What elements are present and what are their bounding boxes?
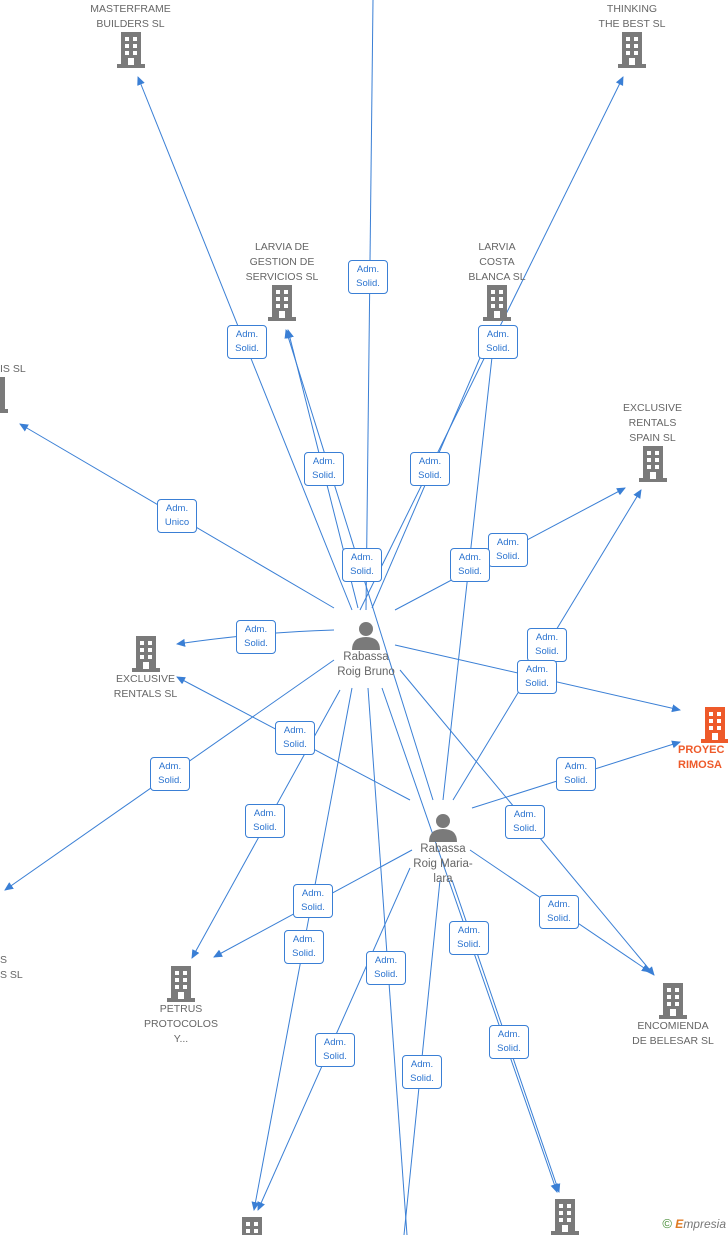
edge-label-adm-solid[interactable]: Adm. Solid. [275,721,315,755]
edge-label-adm-solid[interactable]: Adm. Solid. [227,325,267,359]
empresia-watermark[interactable]: © Empresia [662,1216,726,1231]
building-icon [701,707,728,743]
edge-label-adm-solid[interactable]: Adm. Solid. [236,620,276,654]
edge-label-adm-solid[interactable]: Adm. Solid. [304,452,344,486]
empresia-logo-text: mpresia [683,1217,726,1231]
person-rabassa-roig-maria-lara[interactable]: Rabassa Roig Maria- lara [398,812,488,887]
company-bottom-left[interactable] [237,1217,267,1235]
company-larvia-gestion-servicios[interactable]: LARVIA DE GESTION DE SERVICIOS SL [232,240,332,321]
building-icon [551,1199,579,1235]
edge-label-adm-solid[interactable]: Adm. Solid. [410,452,450,486]
building-icon [618,32,646,68]
company-bottom-right[interactable] [550,1199,580,1235]
edge-label-adm-solid[interactable]: Adm. Solid. [539,895,579,929]
edge-label-adm-solid[interactable]: Adm. Solid. [342,548,382,582]
person-icon [352,622,380,650]
building-icon [483,285,511,321]
company-label: S S SL [0,954,23,981]
empresia-logo-e: E [675,1217,684,1231]
company-petrus-protocolos[interactable]: PETRUS PROTOCOLOS Y... [133,966,229,1047]
edge-label-adm-solid[interactable]: Adm. Solid. [293,884,333,918]
building-icon [242,1217,262,1235]
edge-label-adm-solid[interactable]: Adm. Solid. [315,1033,355,1067]
company-exclusive-rentals-spain[interactable]: EXCLUSIVE RENTALS SPAIN SL [605,401,700,482]
company-label: PROYEC RIMOSA [678,744,725,771]
edge-label-adm-solid[interactable]: Adm. Solid. [449,921,489,955]
building-icon [167,966,195,1002]
edge-label-adm-solid[interactable]: Adm. Solid. [245,804,285,838]
building-icon [268,285,296,321]
building-icon [131,636,160,672]
company-label: EXCLUSIVE RENTALS SPAIN SL [623,402,682,444]
company-encomienda-belesar[interactable]: ENCOMIENDA DE BELESAR SL [617,983,728,1049]
edge-label-adm-solid[interactable]: Adm. Solid. [527,628,567,662]
edge-label-adm-solid[interactable]: Adm. Solid. [450,548,490,582]
building-icon [0,377,8,413]
edge-label-adm-solid[interactable]: Adm. Solid. [505,805,545,839]
building-icon [116,32,145,68]
company-label: ENCOMIENDA DE BELESAR SL [632,1020,714,1047]
company-left-bottom-partial[interactable]: S S SL [0,953,24,983]
company-label: PETRUS PROTOCOLOS Y... [144,1003,218,1045]
edge-bruno-top [365,0,374,611]
building-icon [638,446,667,482]
building-icon [659,983,687,1019]
edge-label-adm-solid[interactable]: Adm. Solid. [517,660,557,694]
edge-label-adm-solid[interactable]: Adm. Solid. [366,951,406,985]
edge-label-adm-solid[interactable]: Adm. Solid. [348,260,388,294]
edge-label-adm-solid[interactable]: Adm. Solid. [489,1025,529,1059]
company-label: MASTERFRAME BUILDERS SL [90,3,171,30]
company-label: LARVIA COSTA BLANCA SL [468,241,526,283]
person-rabassa-roig-bruno[interactable]: Rabassa Roig Bruno [321,620,411,680]
company-label: IS SL [0,363,26,375]
edge-label-adm-solid[interactable]: Adm. Solid. [284,930,324,964]
person-label: Rabassa Roig Bruno [337,651,395,678]
company-label: LARVIA DE GESTION DE SERVICIOS SL [245,241,319,283]
edge-label-adm-solid[interactable]: Adm. Solid. [556,757,596,791]
edge-label-adm-solid[interactable]: Adm. Solid. [478,325,518,359]
person-label: Rabassa Roig Maria- lara [413,843,473,885]
company-larvia-costa-blanca[interactable]: LARVIA COSTA BLANCA SL [452,240,542,321]
copyright-symbol: © [662,1216,672,1231]
company-proyec-rimosa[interactable]: PROYEC RIMOSA [678,707,728,773]
edge-label-adm-unico[interactable]: Adm. Unico [157,499,197,533]
company-masterframe-builders[interactable]: MASTERFRAME BUILDERS SL [78,2,183,68]
company-left-partial[interactable]: IS SL [0,362,32,413]
company-thinking-the-best[interactable]: THINKING THE BEST SL [582,2,682,68]
edge-label-adm-solid[interactable]: Adm. Solid. [150,757,190,791]
person-icon [429,814,457,842]
company-label: THINKING THE BEST SL [598,3,666,30]
edge-label-adm-solid[interactable]: Adm. Solid. [402,1055,442,1089]
company-exclusive-rentals[interactable]: EXCLUSIVE RENTALS SL [98,636,193,702]
edge-label-adm-solid[interactable]: Adm. Solid. [488,533,528,567]
company-label: EXCLUSIVE RENTALS SL [113,673,178,700]
